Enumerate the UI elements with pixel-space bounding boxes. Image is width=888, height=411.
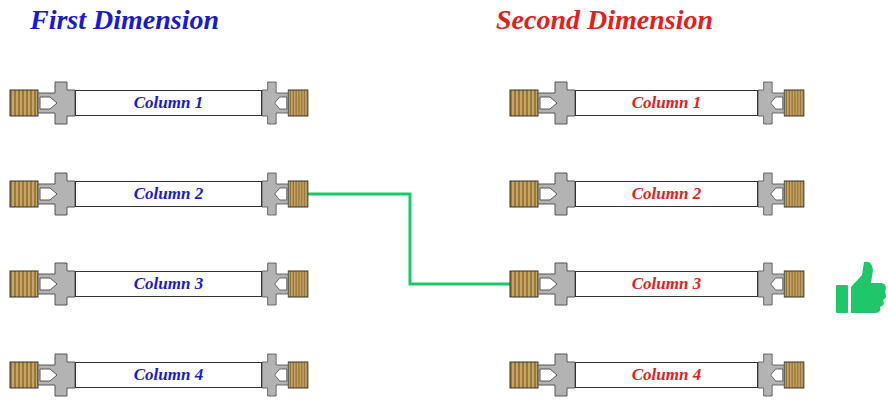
fitting-ferrule — [540, 278, 557, 290]
fitting-ferrule — [40, 278, 57, 290]
column-fitting — [510, 173, 575, 215]
fitting-nut — [10, 271, 38, 297]
column-body: Column 1 — [75, 90, 262, 116]
fitting-ferrule — [771, 97, 783, 109]
fitting-nut — [510, 271, 538, 297]
fitting-nut — [10, 90, 38, 116]
column-label: Column 4 — [632, 365, 701, 385]
column-label: Column 4 — [134, 365, 203, 385]
column-label: Column 2 — [632, 184, 701, 204]
fitting-nut — [784, 271, 804, 297]
column-body: Column 3 — [575, 271, 758, 297]
column-fitting — [10, 263, 75, 305]
fitting-body — [538, 82, 575, 124]
column-fitting — [10, 82, 75, 124]
fitting-body — [758, 173, 784, 215]
fitting-body — [262, 173, 288, 215]
column-body: Column 4 — [75, 362, 262, 388]
column-body: Column 3 — [75, 271, 262, 297]
fitting-nut — [510, 362, 538, 388]
column-fitting — [10, 354, 75, 396]
fitting-body — [758, 82, 784, 124]
dimension-heading: Second Dimension — [496, 4, 713, 36]
fitting-body — [538, 354, 575, 396]
column-label: Column 3 — [134, 274, 203, 294]
fitting-body — [262, 82, 288, 124]
column-fitting — [510, 82, 575, 124]
fitting-nut — [510, 90, 538, 116]
fitting-nut — [10, 181, 38, 207]
fitting-ferrule — [275, 97, 287, 109]
fitting-body — [38, 173, 75, 215]
fitting-body — [758, 263, 784, 305]
column-fitting — [510, 354, 575, 396]
fitting-body — [38, 263, 75, 305]
fitting-ferrule — [275, 369, 287, 381]
fitting-nut — [288, 362, 308, 388]
fitting-ferrule — [771, 369, 783, 381]
fitting-nut — [288, 271, 308, 297]
fitting-body — [538, 173, 575, 215]
fitting-nut — [288, 90, 308, 116]
fitting-body — [38, 354, 75, 396]
fitting-body — [538, 263, 575, 305]
fitting-ferrule — [540, 188, 557, 200]
thumbs-up-icon — [836, 262, 886, 313]
fitting-body — [758, 354, 784, 396]
fitting-nut — [784, 362, 804, 388]
fitting-ferrule — [275, 278, 287, 290]
column-fitting — [262, 354, 308, 396]
fitting-body — [38, 82, 75, 124]
column-body: Column 2 — [75, 181, 262, 207]
fitting-nut — [510, 181, 538, 207]
column-fitting — [262, 263, 308, 305]
column-label: Column 3 — [632, 274, 701, 294]
column-fitting — [10, 173, 75, 215]
column-label: Column 1 — [134, 93, 203, 113]
column-fitting — [262, 82, 308, 124]
fitting-body — [262, 263, 288, 305]
fitting-nut — [784, 181, 804, 207]
column-label: Column 2 — [134, 184, 203, 204]
fitting-ferrule — [40, 97, 57, 109]
column-fitting — [510, 263, 575, 305]
fitting-ferrule — [771, 278, 783, 290]
column-fitting — [758, 354, 804, 396]
fitting-ferrule — [540, 97, 557, 109]
fitting-ferrule — [40, 369, 57, 381]
fitting-ferrule — [275, 188, 287, 200]
column-fitting — [758, 82, 804, 124]
column-fitting — [758, 173, 804, 215]
fitting-nut — [288, 181, 308, 207]
fitting-ferrule — [540, 369, 557, 381]
column-label: Column 1 — [632, 93, 701, 113]
fitting-nut — [784, 90, 804, 116]
column-fitting — [262, 173, 308, 215]
fitting-ferrule — [771, 188, 783, 200]
fitting-ferrule — [40, 188, 57, 200]
dimension-heading: First Dimension — [30, 4, 219, 36]
column-fitting — [758, 263, 804, 305]
column-body: Column 4 — [575, 362, 758, 388]
column-body: Column 2 — [575, 181, 758, 207]
fitting-nut — [10, 362, 38, 388]
column-body: Column 1 — [575, 90, 758, 116]
fitting-body — [262, 354, 288, 396]
